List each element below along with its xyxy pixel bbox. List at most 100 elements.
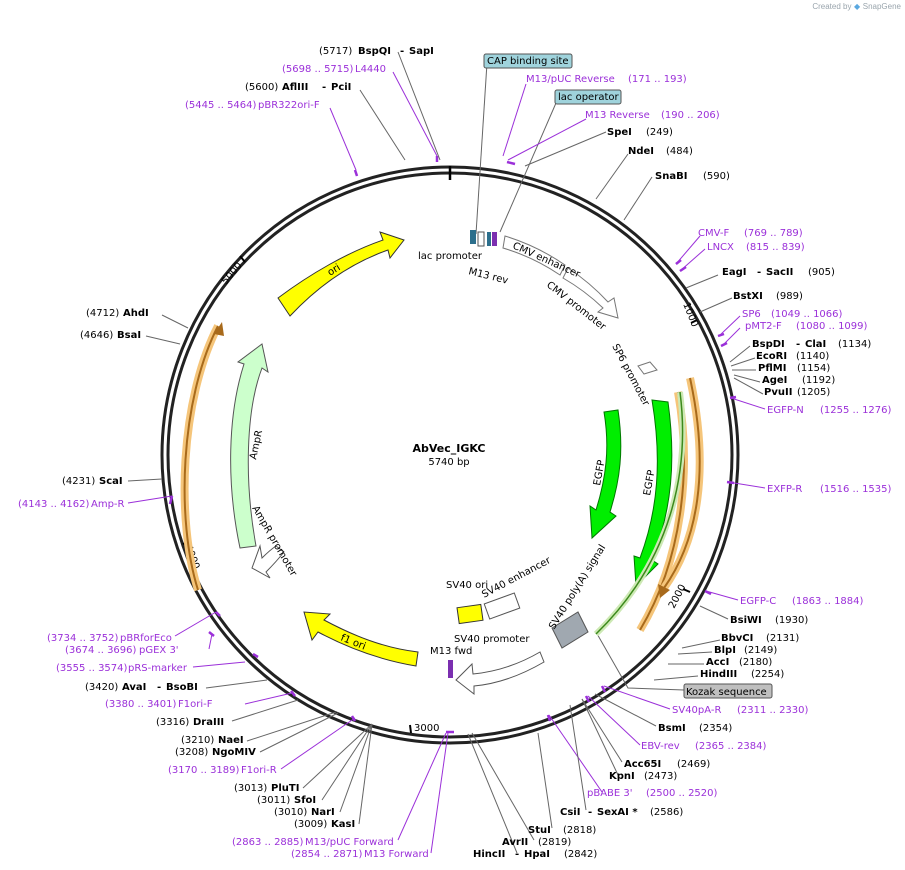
site-bbvci-pos: (2131) [766,633,799,644]
cmv-enhancer-arrow [502,235,566,276]
site-afliii-pos: (5600) [245,82,278,93]
sv40-enhancer-label: SV40 enhancer [480,555,553,601]
site-sacii-dash: - [757,267,761,278]
site-hindiii: HindIII [700,669,737,680]
features [180,230,704,696]
site-avai-pos: (3420) [85,682,118,693]
site-acc65i-pos: (2469) [677,759,710,770]
primer-ampr: Amp-R [91,499,125,510]
primer-pmt2f-range: (1080 .. 1099) [796,321,868,332]
site-bsiwi: BsiWI [730,615,762,626]
primer-m13-fwd: M13 Forward [364,849,429,860]
cap-site-mark [470,230,476,244]
left-labels: (5717) BspQI - SapI (5698 .. 5715) L4440… [18,46,434,860]
primer-m13-fwd-range: (2854 .. 2871) [291,849,363,860]
site-blpi-pos: (2149) [744,645,777,656]
sv40-promoter-label: SV40 promoter [454,634,530,645]
egfp-label-a: EGFP [592,459,607,486]
site-kpni: KpnI [609,771,635,782]
site-pflmi: PflMI [758,363,786,374]
primer-egfpn-range: (1255 .. 1276) [820,405,892,416]
tick-5000: 5000 [220,260,245,287]
site-csii-pos: (2586) [650,807,683,818]
site-blpi: BlpI [714,645,736,656]
site-draiii: DraIII [193,717,224,728]
site-nari: NarI [311,807,335,818]
cmv-promoter-label: CMV promoter [544,280,608,334]
cmv-promoter-arrow [562,267,619,319]
egfp-label-b: EGFP [642,469,657,496]
ampr-arrow [230,343,269,549]
m13-fwd-mark [448,660,453,678]
backbone [160,165,740,745]
site-avai: AvaI [122,682,146,693]
site-ndei: NdeI [628,146,654,157]
snapgene-logo-icon: ◆ [854,2,861,11]
site-bsai-pos: (4646) [80,330,113,341]
tick-3000: 3000 [414,723,439,734]
kozak-label: Kozak sequence [686,687,767,698]
site-clai-dash: - [796,339,800,350]
sv40-enhancer-box [483,592,521,620]
site-ngomiv: NgoMIV [212,747,256,758]
sv40-ori-box [456,603,484,625]
primer-pmt2f: pMT2-F [745,321,782,332]
site-acc65i: Acc65I [624,759,661,770]
site-scai-pos: (4231) [62,476,95,487]
primer-m13-rev: M13 Reverse [585,110,650,121]
site-eagi: EagI [722,267,746,278]
site-kpni-pos: (2473) [644,771,677,782]
site-pcii: PciI [331,82,351,93]
site-pluti-pos: (3013) [234,783,267,794]
site-agei-pos: (1192) [802,375,835,386]
site-avrii: AvrII [502,837,528,848]
primer-sp6: SP6 [742,309,761,320]
site-ecori-pos: (1140) [796,351,829,362]
primer-pbr322-range: (5445 .. 5464) [185,100,257,111]
site-bsiwi-pos: (1930) [775,615,808,626]
site-hpai-dash: - [515,849,519,860]
site-scai: ScaI [99,476,123,487]
site-stui-pos: (2818) [563,825,596,836]
primer-l4440: L4440 [355,64,386,75]
primer-egfprev: EBV-rev [641,741,680,752]
primer-m13puc-rev: M13/pUC Reverse [526,74,615,85]
site-snabi-pos: (590) [703,171,730,182]
primer-prs-range: (3555 .. 3574) [56,663,128,674]
site-sfoi-pos: (3011) [257,795,290,806]
primer-m13puc-fwd-range: (2863 .. 2885) [232,837,304,848]
f1-ori-arrow [303,611,419,667]
site-pflmi-pos: (1154) [797,363,830,374]
sp6-promoter-arrow [637,361,658,375]
primer-m13puc-rev-range: (171 .. 193) [628,74,687,85]
m13-rev-mark [492,232,497,246]
primer-sv40par-range: (2311 .. 2330) [737,705,809,716]
cap-binding-box [483,53,573,69]
site-naei-pos: (3210) [181,735,214,746]
ampr-promoter-arrow [251,544,285,579]
credit-text: Created by [812,2,852,11]
site-bspdi: BspDI [752,339,785,350]
site-eagi-pos: (905) [808,267,835,278]
cap-binding-label: CAP binding site [487,56,569,67]
primer-pbabe: pBABE 3' [587,788,633,799]
site-afliii: AflIII [282,82,308,93]
site-acci-pos: (2180) [739,657,772,668]
primer-lncx-range: (815 .. 839) [746,242,805,253]
ori-arrow [277,231,405,317]
primer-f1orif: F1ori-F [178,699,213,710]
primer-pbrforeco-range: (3734 .. 3752) [47,633,119,644]
site-bspqi: BspQI [358,46,391,57]
site-hindiii-pos: (2254) [751,669,784,680]
tick-2000: 2000 [667,583,689,611]
site-bbvci: BbvCI [721,633,753,644]
center-title: AbVec_IGKC 5740 bp [412,442,485,468]
primer-m13puc-fwd: M13/pUC Forward [305,837,394,848]
primer-egfpn: EGFP-N [767,405,804,416]
site-spei-pos: (249) [646,127,673,138]
plasmid-name: AbVec_IGKC [412,442,485,455]
egfp-outer-arrow [633,399,673,588]
site-avrii-pos: (2819) [538,837,571,848]
primer-pgex-range: (3674 .. 3696) [65,645,137,656]
sp6-promoter-label: SP6 promoter [609,342,651,408]
